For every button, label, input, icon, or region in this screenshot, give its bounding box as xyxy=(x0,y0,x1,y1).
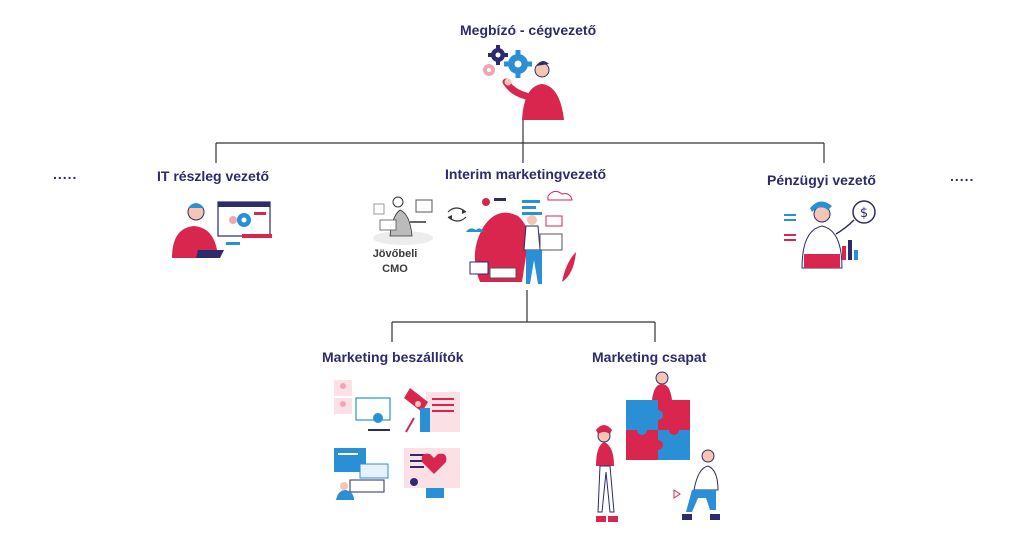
finance-head-illustration: $ xyxy=(784,200,876,269)
ellipsis-left: ..... xyxy=(53,166,78,182)
node-suppliers-label: Marketing beszállítók xyxy=(322,349,464,365)
team-puzzle-illustration xyxy=(596,371,720,522)
future-cmo-illustration xyxy=(373,196,433,245)
node-team-label: Marketing csapat xyxy=(592,349,707,365)
future-cmo-line1: Jövőbeli xyxy=(372,248,418,260)
node-interim-label: Interim marketingvezető xyxy=(445,166,607,182)
dollar-coin-icon xyxy=(852,200,876,224)
future-cmo-line2: CMO xyxy=(382,263,408,275)
puzzle-icon xyxy=(626,400,690,460)
cycle-arrows-icon xyxy=(447,207,467,222)
node-top-label: Megbízó - cégvezető xyxy=(460,22,597,38)
video-call-icon xyxy=(355,397,391,421)
gear-icon-pink xyxy=(483,64,495,76)
node-finance-label: Pénzügyi vezető xyxy=(767,172,876,188)
future-cmo-label: Jövőbeli CMO xyxy=(371,247,419,277)
suppliers-illustration xyxy=(334,380,460,500)
heart-icon xyxy=(421,453,447,474)
manager-gears-illustration xyxy=(483,45,564,120)
interim-head-illustration xyxy=(466,190,576,284)
gear-icon-blue xyxy=(504,50,532,78)
ellipsis-right: ..... xyxy=(950,168,975,184)
it-head-illustration xyxy=(172,201,272,258)
svg-text:$: $ xyxy=(860,206,868,221)
node-it-label: IT részleg vezető xyxy=(157,168,270,184)
gear-icon-navy xyxy=(488,45,508,65)
